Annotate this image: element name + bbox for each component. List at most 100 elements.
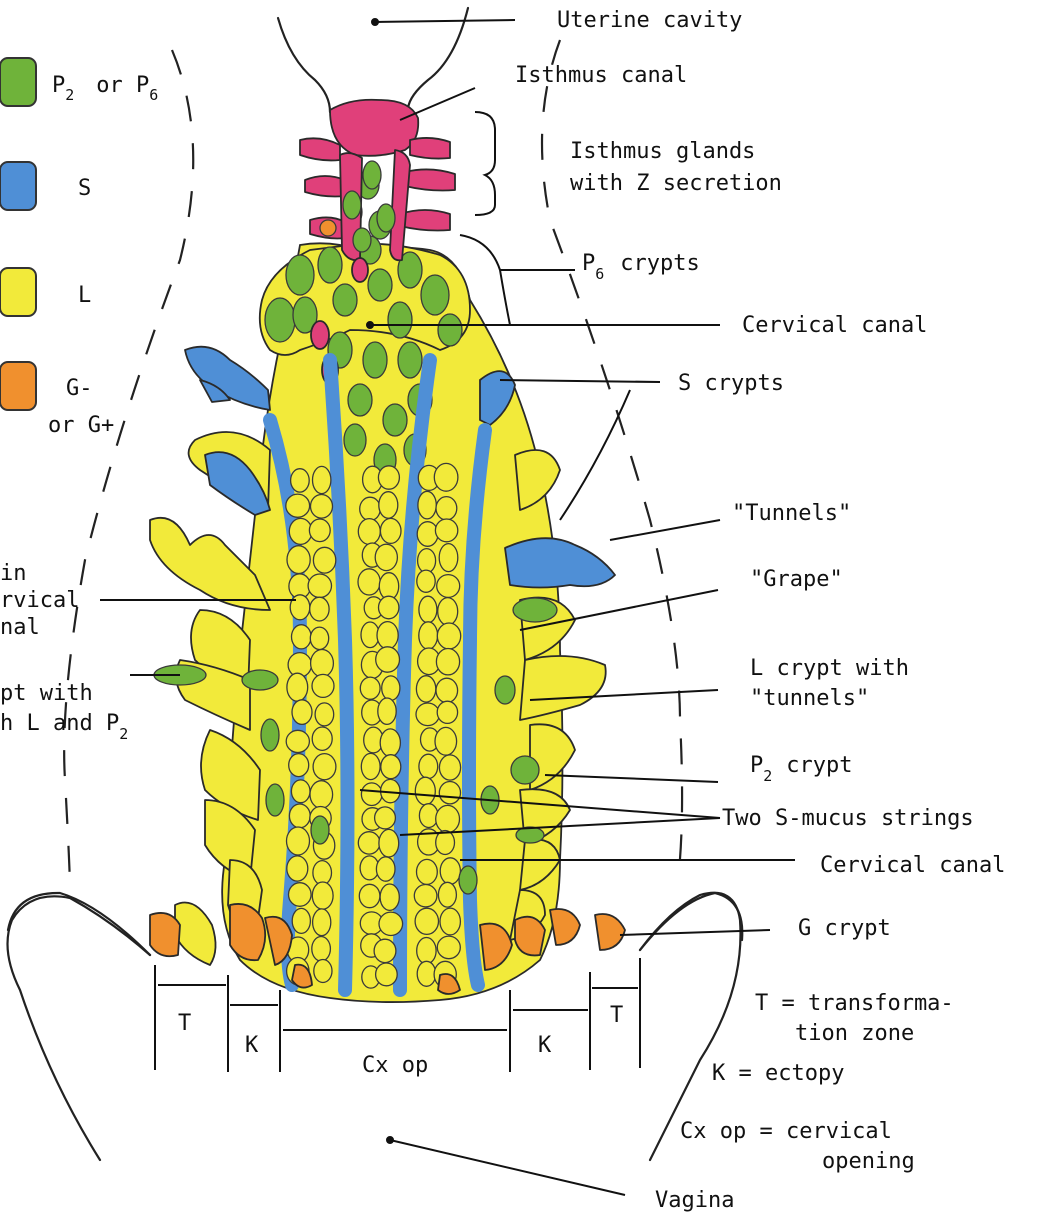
label-vagina: Vagina [655, 1188, 734, 1213]
legend-swatch-s [0, 162, 36, 210]
l-cell [286, 494, 310, 517]
label-cervical-canal-bottom: Cervical canal [820, 853, 1005, 878]
l-cell [440, 858, 460, 884]
l-cell [291, 469, 310, 492]
label-l-crypt-2: "tunnels" [750, 686, 869, 711]
label-grape: "Grape" [750, 567, 843, 592]
l-cell [379, 912, 403, 935]
l-cell [287, 546, 310, 574]
l-cell [310, 627, 328, 649]
l-cell [376, 963, 398, 986]
l-cell [375, 544, 397, 570]
l-cell [378, 466, 399, 489]
l-cell [418, 491, 436, 519]
legend-swatch-p [0, 58, 36, 106]
zone-cx-op: Cx op [362, 1053, 428, 1078]
l-cell [313, 547, 335, 573]
key-cx-def-1: Cx op = cervical [680, 1119, 892, 1144]
l-cell [419, 754, 438, 778]
label-left-3: nal [0, 615, 40, 640]
l-cell [435, 519, 457, 542]
l-cell [436, 649, 459, 675]
label-left-4: pt with [0, 681, 93, 706]
zone-t-left: T [178, 1011, 191, 1036]
l-cell [440, 908, 460, 935]
l-cell [438, 882, 456, 907]
legend-swatch-g [0, 362, 36, 410]
legend-label-l: L [78, 283, 91, 308]
l-cell [417, 859, 438, 884]
l-cell [419, 622, 438, 649]
l-cell [313, 861, 332, 885]
uterine-wall-left [278, 18, 330, 112]
l-cell [379, 829, 399, 857]
label-isthmus-glands-2: with Z secretion [570, 171, 782, 196]
label-uterine-cavity: Uterine cavity [557, 8, 742, 33]
l-cell [382, 676, 400, 700]
l-cell [378, 698, 396, 724]
l-cell [309, 519, 330, 542]
label-cervical-canal-top: Cervical canal [742, 313, 927, 338]
l-cell [308, 574, 331, 598]
g-spot-isthmus [320, 220, 336, 236]
l-cell [313, 466, 331, 493]
l-cell [415, 777, 435, 805]
l-cell [291, 780, 310, 803]
zone-k-left: K [245, 1033, 259, 1058]
zone-t-right: T [610, 1003, 623, 1028]
l-cell [436, 831, 455, 855]
l-cell [314, 960, 332, 983]
l-cell [434, 463, 458, 491]
l-cell [287, 856, 308, 881]
l-cell [380, 884, 399, 910]
l-cell [312, 882, 333, 909]
l-cell [361, 783, 382, 806]
l-cell [360, 497, 381, 520]
l-cell [437, 623, 460, 649]
l-cell [312, 937, 331, 962]
l-cell [418, 549, 436, 573]
l-cell [313, 754, 336, 780]
l-cell [292, 700, 312, 725]
l-cell [377, 622, 398, 649]
l-cell [313, 909, 331, 936]
l-cell [381, 755, 401, 779]
l-cell [311, 495, 333, 519]
l-cell [289, 804, 310, 828]
legend-label-s: S [78, 176, 91, 201]
label-left-1: in [0, 561, 27, 586]
key-t-def-2: tion zone [795, 1021, 914, 1046]
l-cell [286, 730, 309, 752]
l-cell [310, 597, 329, 621]
label-tunnels: "Tunnels" [732, 501, 851, 526]
l-cell [359, 884, 380, 907]
key-k-def: K = ectopy [712, 1061, 844, 1086]
l-cell [374, 939, 396, 962]
l-cell [310, 781, 333, 809]
l-cell [419, 596, 437, 623]
legend-label-g2: or G+ [48, 413, 114, 438]
l-cell [361, 753, 380, 779]
label-left-5: h L and P2 [0, 711, 128, 743]
l-cell [287, 827, 310, 855]
l-cell [437, 936, 460, 959]
l-cell [312, 727, 332, 750]
l-cell [315, 703, 334, 726]
l-cell [312, 674, 334, 697]
l-cell [417, 961, 436, 986]
l-cell [311, 650, 334, 677]
l-cell [437, 701, 457, 723]
legend-swatch-l [0, 268, 36, 316]
label-l-crypt-1: L crypt with [750, 656, 909, 681]
l-cell [438, 598, 458, 626]
label-left-2: rvical [0, 588, 79, 613]
l-cell [379, 596, 399, 619]
l-cell [414, 885, 437, 907]
l-cell [358, 832, 380, 854]
l-cell [436, 805, 460, 832]
label-s-crypts: S crypts [678, 371, 784, 396]
